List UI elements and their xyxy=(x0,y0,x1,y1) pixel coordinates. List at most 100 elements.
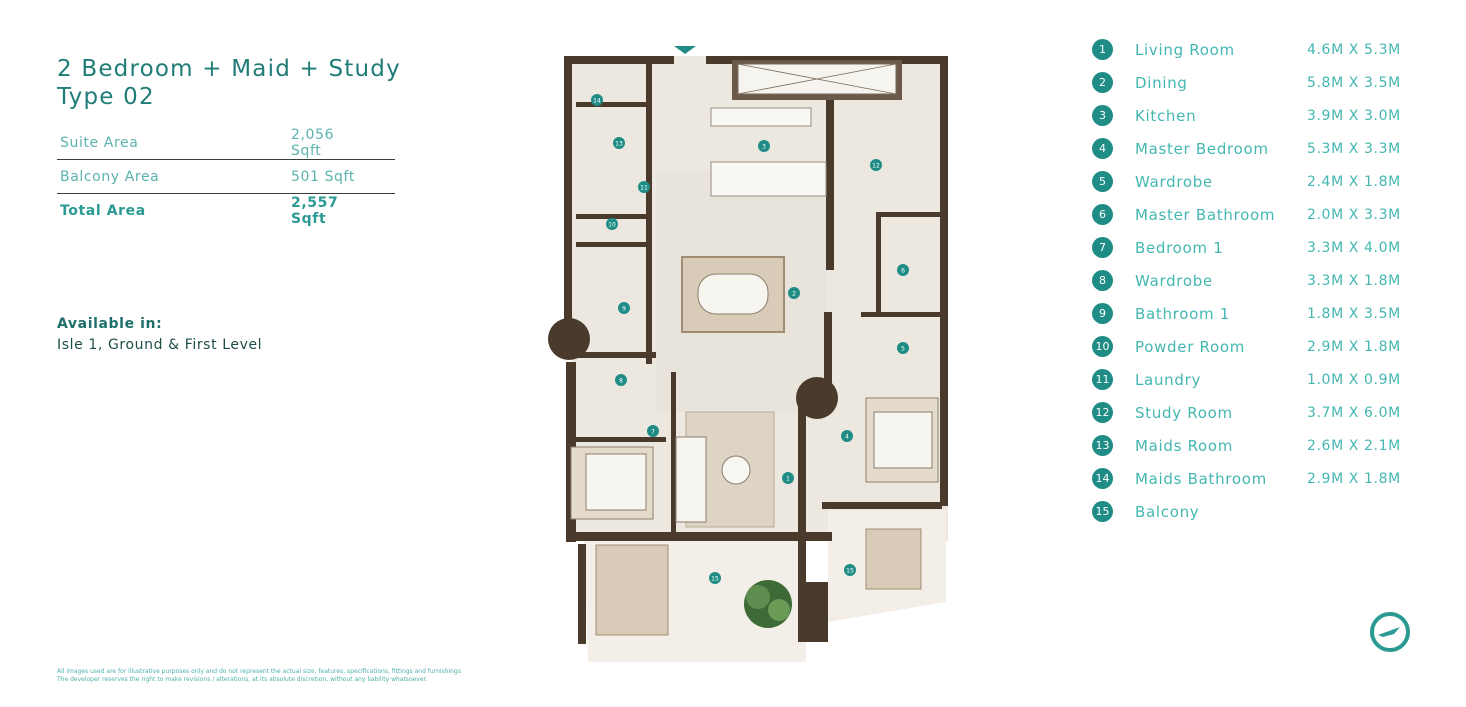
room-name: Powder Room xyxy=(1135,337,1246,356)
room-number-badge: 9 xyxy=(1092,303,1113,324)
room-number-badge: 6 xyxy=(1092,204,1113,225)
room-name: Study Room xyxy=(1135,403,1233,422)
room-marker-7: 7 xyxy=(647,425,659,437)
room-number-badge: 12 xyxy=(1092,402,1113,423)
room-number-badge: 2 xyxy=(1092,72,1113,93)
legend-row: 5 Wardrobe 2.4M X 1.8M xyxy=(1092,165,1422,198)
tree-icon xyxy=(744,580,792,628)
room-marker-3: 3 xyxy=(758,140,770,152)
room-number-badge: 7 xyxy=(1092,237,1113,258)
room-dimension: 1.8M X 3.5M xyxy=(1307,305,1401,322)
room-marker-5: 5 xyxy=(897,342,909,354)
room-dimension: 5.3M X 3.3M xyxy=(1307,140,1401,157)
room-name: Dining xyxy=(1135,73,1188,92)
room-marker-10: 10 xyxy=(606,218,618,230)
room-marker-4: 4 xyxy=(841,430,853,442)
svg-text:13: 13 xyxy=(615,141,623,148)
title-line-2: Type 02 xyxy=(57,84,155,110)
area-row-total: Total Area 2,557 Sqft xyxy=(57,194,395,228)
availability: Available in: Isle 1, Ground & First Lev… xyxy=(57,314,262,356)
room-marker-14: 14 xyxy=(591,94,603,106)
room-name: Maids Bathroom xyxy=(1135,469,1267,488)
entry-marker xyxy=(674,46,696,54)
sofa xyxy=(675,436,707,523)
area-label: Suite Area xyxy=(60,134,139,151)
svg-text:15: 15 xyxy=(711,576,719,583)
room-number-badge: 4 xyxy=(1092,138,1113,159)
svg-text:12: 12 xyxy=(872,163,880,170)
room-marker-1: 1 xyxy=(782,472,794,484)
column-right xyxy=(796,377,838,419)
column-left xyxy=(548,318,590,360)
area-label: Total Area xyxy=(60,203,146,219)
svg-text:11: 11 xyxy=(640,185,648,192)
room-name: Master Bathroom xyxy=(1135,205,1276,224)
area-label: Balcony Area xyxy=(60,168,160,185)
svg-text:15: 15 xyxy=(846,568,854,575)
room-name: Wardrobe xyxy=(1135,172,1213,191)
dining-table xyxy=(697,273,769,315)
svg-text:1: 1 xyxy=(786,476,790,483)
kitchen-island xyxy=(710,161,827,197)
area-row-balcony: Balcony Area 501 Sqft xyxy=(57,160,395,194)
room-number-badge: 10 xyxy=(1092,336,1113,357)
room-dimension: 3.3M X 4.0M xyxy=(1307,239,1401,256)
room-name: Balcony xyxy=(1135,502,1200,521)
svg-text:10: 10 xyxy=(608,222,616,229)
room-marker-12: 12 xyxy=(870,159,882,171)
svg-text:5: 5 xyxy=(901,346,905,353)
room-dimension: 2.9M X 1.8M xyxy=(1307,470,1401,487)
kitchen-counter xyxy=(710,107,812,127)
room-dimension: 2.4M X 1.8M xyxy=(1307,173,1401,190)
room-number-badge: 15 xyxy=(1092,501,1113,522)
area-value: 501 Sqft xyxy=(291,168,355,185)
balcony-lounge-right xyxy=(865,528,922,590)
room-marker-2: 2 xyxy=(788,287,800,299)
room-marker-6: 6 xyxy=(897,264,909,276)
disclaimer-line-2: The developer reserves the right to make… xyxy=(57,676,428,683)
balcony-lounge-left xyxy=(595,544,669,636)
room-marker-15: 15 xyxy=(844,564,856,576)
svg-text:7: 7 xyxy=(651,429,655,436)
room-dimension: 3.7M X 6.0M xyxy=(1307,404,1401,421)
coffee-table xyxy=(721,455,751,485)
room-number-badge: 1 xyxy=(1092,39,1113,60)
legend-row: 6 Master Bathroom 2.0M X 3.3M xyxy=(1092,198,1422,231)
logo-icon xyxy=(1370,612,1410,652)
room-name: Wardrobe xyxy=(1135,271,1213,290)
room-marker-13: 13 xyxy=(613,137,625,149)
room-number-badge: 13 xyxy=(1092,435,1113,456)
room-number-badge: 8 xyxy=(1092,270,1113,291)
room-dimension: 3.9M X 3.0M xyxy=(1307,107,1401,124)
room-dimension: 2.0M X 3.3M xyxy=(1307,206,1401,223)
room-number-badge: 5 xyxy=(1092,171,1113,192)
room-marker-15: 15 xyxy=(709,572,721,584)
title-line-1: 2 Bedroom + Maid + Study xyxy=(57,56,401,82)
svg-text:9: 9 xyxy=(622,306,626,313)
room-name: Laundry xyxy=(1135,370,1202,389)
room-marker-8: 8 xyxy=(615,374,627,386)
room-name: Master Bedroom xyxy=(1135,139,1269,158)
area-value: 2,557 Sqft xyxy=(291,195,339,227)
svg-text:14: 14 xyxy=(593,98,601,105)
svg-text:2: 2 xyxy=(792,291,796,298)
availability-text: Isle 1, Ground & First Level xyxy=(57,337,263,353)
room-name: Kitchen xyxy=(1135,106,1197,125)
svg-text:8: 8 xyxy=(619,378,623,385)
availability-label: Available in: xyxy=(57,316,163,332)
room-name: Maids Room xyxy=(1135,436,1234,455)
room-dimension: 1.0M X 0.9M xyxy=(1307,371,1401,388)
legend-row: 15 Balcony xyxy=(1092,495,1422,528)
room-dimension: 4.6M X 5.3M xyxy=(1307,41,1401,58)
